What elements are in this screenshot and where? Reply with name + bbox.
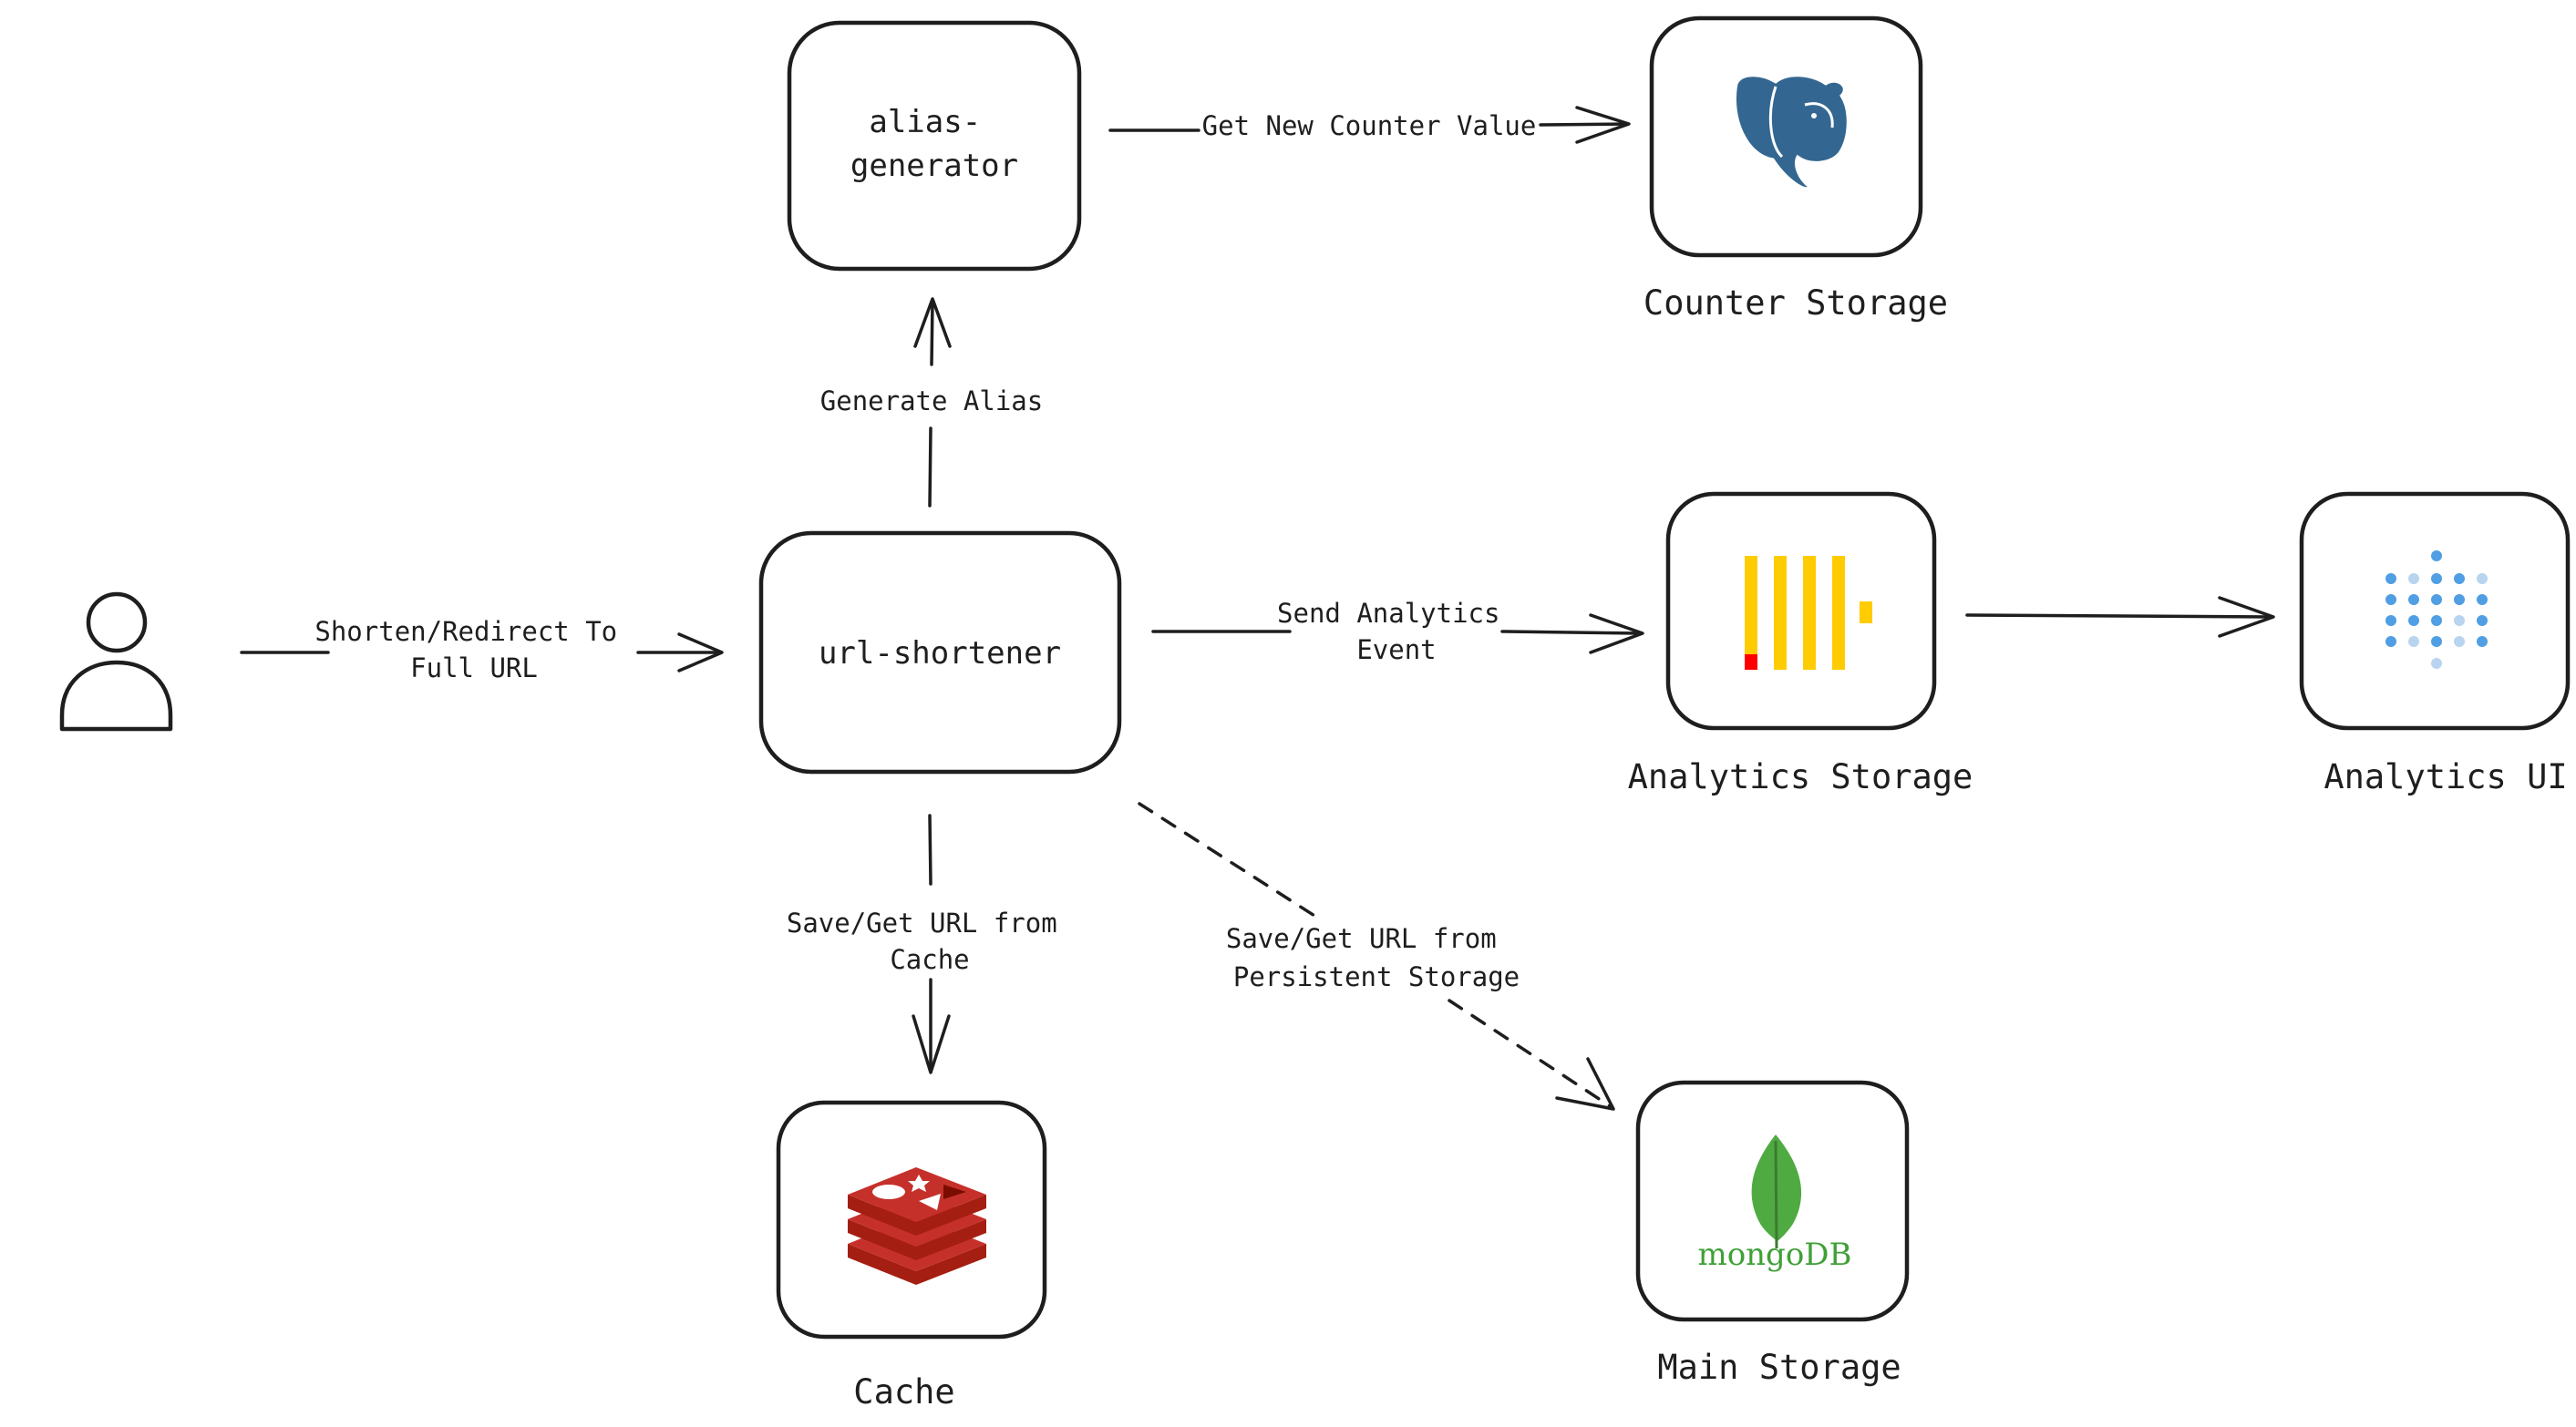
redis-stack-icon — [848, 1167, 986, 1285]
edge-alias-generator-to-counter-storage: Get New Counter Value — [1108, 106, 1631, 144]
cache-node[interactable]: Cache — [776, 1100, 1047, 1412]
analytics-ui-node[interactable]: Analytics UI — [2299, 491, 2571, 796]
edge-label: Save/Get URL from Cache — [787, 908, 1073, 975]
analytics-ui-caption: Analytics UI — [2324, 757, 2567, 796]
counter-storage-node[interactable]: Counter Storage — [1643, 15, 1948, 323]
url-shortener-node[interactable]: url-shortener — [758, 530, 1122, 775]
edge-label: Save/Get URL from Persistent Storage — [1226, 923, 1520, 992]
analytics-storage-caption: Analytics Storage — [1628, 757, 1973, 796]
edge-label: Shorten/Redirect To Full URL — [314, 616, 633, 683]
url-shortener-label: url-shortener — [819, 635, 1061, 672]
alias-generator-node[interactable]: alias- generator — [787, 20, 1082, 272]
user-icon — [59, 591, 173, 732]
main-storage-node[interactable]: mongoDB Main Storage — [1635, 1080, 1910, 1387]
edge-url-shortener-to-main-storage: Save/Get URL from Persistent Storage — [1138, 802, 1615, 1111]
edge-label: Get New Counter Value — [1202, 110, 1537, 141]
mongodb-leaf-icon — [1751, 1134, 1802, 1249]
postgresql-elephant-icon — [1733, 74, 1850, 190]
edge-url-shortener-to-analytics-storage: Send Analytics Event — [1151, 598, 1644, 665]
edge-label: Generate Alias — [820, 385, 1043, 416]
analytics-storage-node[interactable]: Analytics Storage — [1628, 491, 1973, 796]
alias-generator-label: alias- generator — [850, 104, 1018, 184]
mongodb-logo-text: mongoDB — [1697, 1237, 1851, 1273]
clickhouse-bars-icon — [1745, 556, 1872, 670]
edge-label: Send Analytics Event — [1277, 598, 1516, 665]
edge-analytics-storage-to-analytics-ui — [1965, 596, 2275, 638]
counter-storage-caption: Counter Storage — [1643, 283, 1948, 323]
edge-url-shortener-to-alias-generator: Generate Alias — [820, 297, 1043, 508]
metabase-dots-icon — [2385, 550, 2488, 669]
edge-url-shortener-to-cache: Save/Get URL from Cache — [787, 814, 1073, 1074]
cache-caption: Cache — [853, 1372, 954, 1412]
edge-user-to-url-shortener: Shorten/Redirect To Full URL — [240, 616, 724, 683]
main-storage-caption: Main Storage — [1657, 1348, 1901, 1387]
